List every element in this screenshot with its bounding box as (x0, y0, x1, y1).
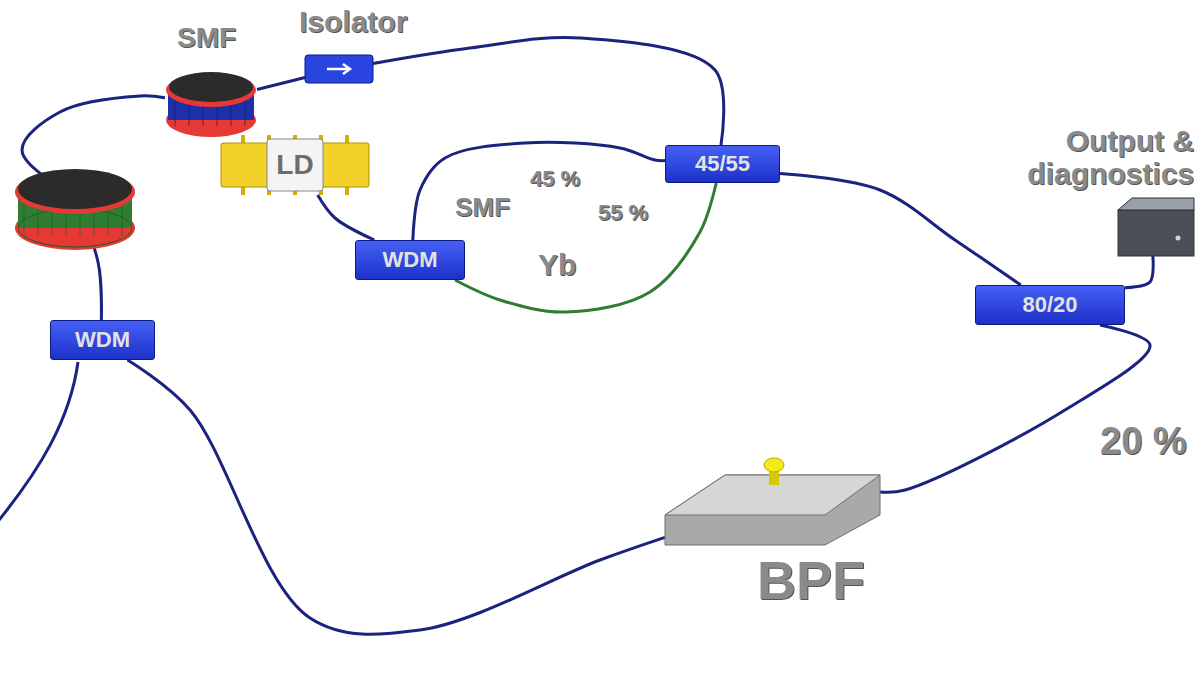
tuning-knob (764, 458, 784, 472)
fiber-label: Yb (538, 248, 576, 282)
fiber-coupler: WDM (50, 320, 155, 360)
pin (241, 187, 245, 195)
component-label: WDM (75, 327, 130, 353)
optical-fiber (128, 360, 666, 634)
optical-fiber (373, 37, 724, 145)
fiber-coupler: WDM (355, 240, 465, 280)
optical-fiber (455, 183, 716, 312)
optical-fiber (780, 173, 1021, 285)
spool-rim (15, 170, 135, 214)
pin (345, 187, 349, 195)
component-label: 80/20 (1022, 292, 1077, 318)
component-label: WDM (383, 247, 438, 273)
spool-face (18, 169, 132, 209)
laser-diode: LD (215, 135, 375, 195)
spool-winding-edge (18, 209, 132, 247)
filter-body (665, 475, 880, 545)
component-label: 45/55 (695, 151, 750, 177)
yb-fiber-spool (15, 169, 135, 250)
spool-face (169, 72, 253, 102)
winding-line (24, 200, 25, 236)
winding-line (175, 96, 176, 126)
iso-shape (305, 55, 373, 83)
dev-shape (1118, 198, 1194, 256)
device-top (1118, 198, 1194, 210)
pin (241, 135, 245, 143)
component-name: Isolator (299, 5, 407, 39)
fiber-label: 45 % (530, 166, 580, 192)
optical-fiber (318, 195, 375, 240)
device-body (1118, 210, 1194, 256)
component-name: Output & diagnostics (994, 124, 1194, 190)
isolator-body (305, 55, 373, 83)
fiber-coupler: 45/55 (665, 145, 780, 183)
bpf-shape (665, 455, 880, 545)
fiber-spool: SMF (165, 62, 257, 140)
isolator: Isolator (305, 55, 373, 83)
fiber-label: SMF (455, 192, 510, 223)
diode-lid (267, 139, 323, 191)
fiber-coupler: 80/20 (975, 285, 1125, 325)
pin (345, 135, 349, 143)
bandpass-filter: BPF (665, 455, 880, 545)
optical-fiber (880, 325, 1150, 492)
component-name: BPF (757, 549, 865, 611)
device-led (1176, 236, 1181, 241)
optical-fiber (1125, 256, 1153, 288)
spool-rim (166, 73, 256, 107)
pump-fiber (0, 362, 78, 525)
component-label: LD (276, 149, 313, 181)
optical-fiber (413, 142, 665, 240)
fiber-label: 55 % (598, 200, 648, 226)
spool-shape (165, 62, 257, 140)
split-ratio: 20 % (1100, 420, 1187, 463)
direction-arrow (327, 64, 350, 74)
component-name: SMF (177, 22, 236, 54)
optical-fiber (257, 78, 305, 90)
output-device: Output & diagnostics (1118, 198, 1194, 256)
